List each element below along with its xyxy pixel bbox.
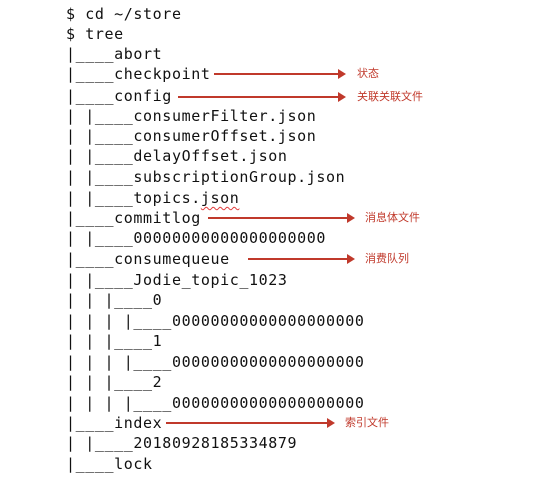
tree-item-queue-1-file: | | | |____00000000000000000000 [66,353,365,371]
annotation-commitlog: 消息体文件 [365,211,420,224]
arrow-consumequeue [248,254,355,264]
tree-item-index-file: | |____20180928185334879 [66,434,298,452]
tree-item-queue-2: | | |____2 [66,373,163,391]
tree-item-commitlog: |____commitlog [66,209,201,227]
annotation-checkpoint: 状态 [357,67,379,80]
tree-item-topics: | |____topics.json [66,188,239,208]
tree-item-commitlog-file: | |____00000000000000000000 [66,229,327,247]
tree-item-index: |____index [66,414,163,432]
tree-item-topic-dir: | |____Jodie_topic_1023 [66,271,288,289]
tree-prefix-topics: | |____topics. [66,189,201,207]
arrow-index [166,418,335,428]
command-tree: $ tree [66,25,124,43]
tree-item-queue-0: | | |____0 [66,291,163,309]
tree-item-queue-1: | | |____1 [66,332,163,350]
annotation-config: 关联关联文件 [357,90,423,103]
tree-item-consumeroffset: | |____consumerOffset.json [66,127,317,145]
tree-item-consumequeue: |____consumequeue [66,250,230,268]
arrow-checkpoint [214,69,346,79]
tree-item-delayoffset: | |____delayOffset.json [66,147,288,165]
tree-item-queue-0-file: | | | |____00000000000000000000 [66,312,365,330]
tree-item-lock: |____lock [66,455,153,473]
spellcheck-underline-json: json [200,189,240,207]
tree-item-subscriptiongroup: | |____subscriptionGroup.json [66,168,346,186]
arrow-config [178,92,346,102]
tree-item-consumerfilter: | |____consumerFilter.json [66,107,317,125]
arrow-commitlog [208,213,355,223]
tree-item-checkpoint: |____checkpoint [66,65,211,83]
annotation-consumequeue: 消费队列 [365,252,409,265]
tree-item-abort: |____abort [66,45,163,63]
annotation-index: 索引文件 [345,416,389,429]
command-cd: $ cd ~/store [66,5,182,23]
tree-item-queue-2-file: | | | |____00000000000000000000 [66,394,365,412]
tree-item-config: |____config [66,87,172,105]
